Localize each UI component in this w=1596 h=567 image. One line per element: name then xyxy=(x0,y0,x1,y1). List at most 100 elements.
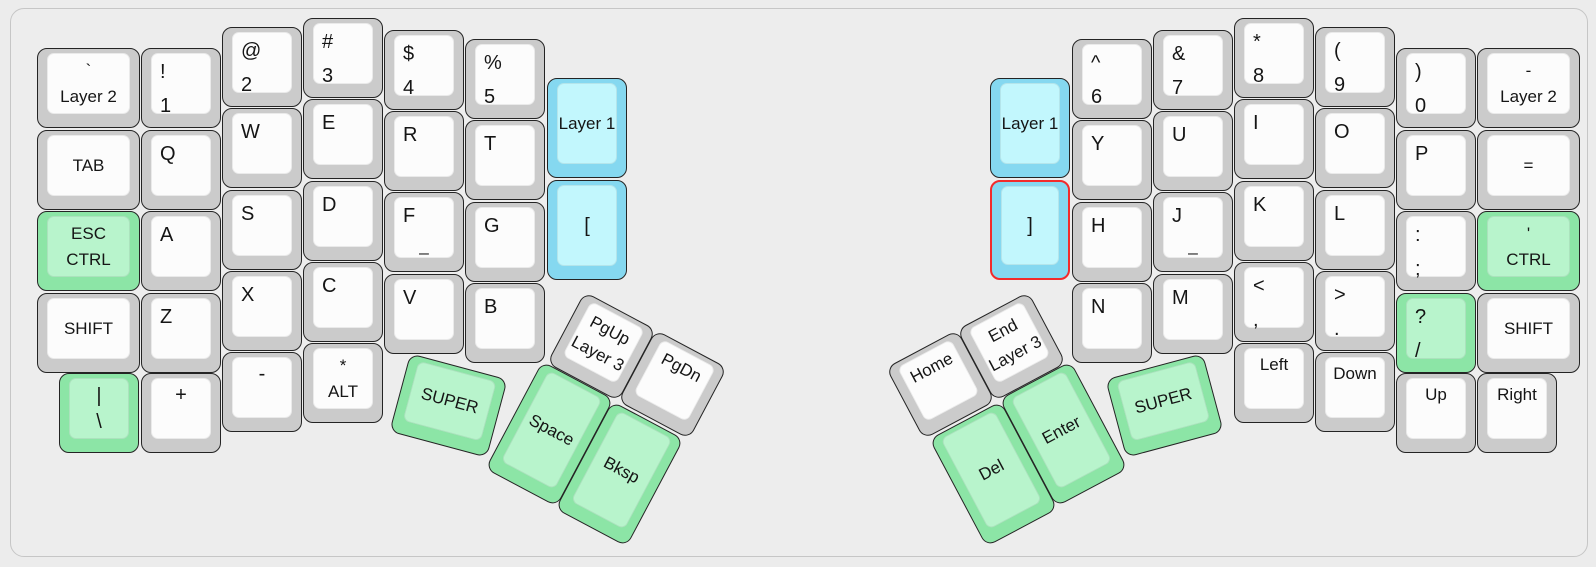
key-6[interactable]: ^6 xyxy=(1072,39,1152,119)
key-b[interactable]: B xyxy=(465,283,545,363)
key-z[interactable]: Z xyxy=(141,293,221,373)
key-question-slash[interactable]: ?/ xyxy=(1396,293,1476,373)
keycap-top: T xyxy=(475,125,535,186)
key-lbracket[interactable]: [ xyxy=(547,180,627,280)
key-label: J xyxy=(1172,205,1182,227)
key-quote-ctrl[interactable]: 'CTRL xyxy=(1477,211,1580,291)
key-arrow-up[interactable]: Up xyxy=(1396,373,1476,453)
keycap-top: V xyxy=(394,279,454,340)
keycap-top: [ xyxy=(557,185,617,266)
key-rbracket[interactable]: ] xyxy=(990,180,1070,280)
key-label: | xyxy=(96,384,102,407)
key-label: 8 xyxy=(1253,65,1265,87)
key-d[interactable]: D xyxy=(303,181,383,261)
key-label: V xyxy=(403,287,417,309)
key-label: Right xyxy=(1497,385,1537,404)
key-n[interactable]: N xyxy=(1072,283,1152,363)
key-x[interactable]: X xyxy=(222,271,302,351)
keycap-top: Layer 1 xyxy=(557,83,617,164)
key-period[interactable]: >. xyxy=(1315,271,1395,351)
keycap-top: $4 xyxy=(394,35,454,99)
keycap-top: %5 xyxy=(475,44,535,108)
key-label: @ xyxy=(241,40,262,62)
key-1[interactable]: !1 xyxy=(141,48,221,128)
key-2[interactable]: @2 xyxy=(222,27,302,107)
key-label: Space xyxy=(526,409,578,450)
key-e[interactable]: E xyxy=(303,99,383,179)
key-star-alt[interactable]: *ALT xyxy=(303,343,383,423)
key-label: # xyxy=(322,31,334,53)
keycap-top: I xyxy=(1244,104,1304,165)
key-label: ^ xyxy=(1091,52,1101,74)
keycap-top: ^6 xyxy=(1082,44,1142,108)
key-t[interactable]: T xyxy=(465,120,545,200)
key-equals[interactable]: = xyxy=(1477,130,1580,210)
key-pipe-backslash[interactable]: |\ xyxy=(59,373,139,453)
key-label: 2 xyxy=(241,74,253,96)
keycap-top: -Layer 2 xyxy=(1487,53,1570,114)
key-7[interactable]: &7 xyxy=(1153,30,1233,110)
key-label: Q xyxy=(160,143,176,165)
key-tab[interactable]: TAB xyxy=(37,130,140,210)
key-arrow-left[interactable]: Left xyxy=(1234,343,1314,423)
key-0[interactable]: )0 xyxy=(1396,48,1476,128)
key-y[interactable]: Y xyxy=(1072,120,1152,200)
keycap-top: Up xyxy=(1406,378,1466,439)
key-semicolon[interactable]: :; xyxy=(1396,211,1476,291)
key-label: 6 xyxy=(1091,86,1103,108)
keycap-top: F_ xyxy=(394,197,454,258)
key-label: ) xyxy=(1415,61,1422,83)
key-label: \ xyxy=(96,410,102,433)
key-k[interactable]: K xyxy=(1234,181,1314,261)
key-comma[interactable]: <, xyxy=(1234,262,1314,342)
key-label: E xyxy=(322,112,336,134)
key-u[interactable]: U xyxy=(1153,111,1233,191)
key-label: G xyxy=(484,215,500,237)
key-label: ALT xyxy=(328,381,358,401)
key-r[interactable]: R xyxy=(384,111,464,191)
key-layer1-right[interactable]: Layer 1 xyxy=(990,78,1070,178)
key-label: Y xyxy=(1091,133,1105,155)
key-l[interactable]: L xyxy=(1315,190,1395,270)
key-label: SHIFT xyxy=(63,318,114,338)
key-a[interactable]: A xyxy=(141,211,221,291)
key-label: ] xyxy=(1027,214,1033,237)
key-5[interactable]: %5 xyxy=(465,39,545,119)
keycap-top: G xyxy=(475,207,535,268)
keycap-top: |\ xyxy=(69,378,129,439)
key-grave-layer2[interactable]: `Layer 2 xyxy=(37,48,140,128)
key-shift-right[interactable]: SHIFT xyxy=(1477,293,1580,373)
key-q[interactable]: Q xyxy=(141,130,221,210)
key-p[interactable]: P xyxy=(1396,130,1476,210)
key-i[interactable]: I xyxy=(1234,99,1314,179)
key-4[interactable]: $4 xyxy=(384,30,464,110)
key-h[interactable]: H xyxy=(1072,202,1152,282)
key-j[interactable]: J_ xyxy=(1153,192,1233,272)
key-g[interactable]: G xyxy=(465,202,545,282)
keycap-top: 'CTRL xyxy=(1487,216,1570,277)
keycap-top: SHIFT xyxy=(1487,298,1570,359)
key-minus[interactable]: - xyxy=(222,352,302,432)
key-minus-layer2[interactable]: -Layer 2 xyxy=(1477,48,1580,128)
key-s[interactable]: S xyxy=(222,190,302,270)
key-layer1-left[interactable]: Layer 1 xyxy=(547,78,627,178)
key-v[interactable]: V xyxy=(384,274,464,354)
key-3[interactable]: #3 xyxy=(303,18,383,98)
key-f[interactable]: F_ xyxy=(384,192,464,272)
key-label: A xyxy=(160,224,174,246)
key-8[interactable]: *8 xyxy=(1234,18,1314,98)
key-c[interactable]: C xyxy=(303,262,383,342)
key-m[interactable]: M xyxy=(1153,274,1233,354)
key-label: ` xyxy=(85,60,92,80)
key-9[interactable]: (9 xyxy=(1315,27,1395,107)
key-w[interactable]: W xyxy=(222,108,302,188)
key-arrow-down[interactable]: Down xyxy=(1315,352,1395,432)
key-arrow-right[interactable]: Right xyxy=(1477,373,1557,453)
key-shift-left[interactable]: SHIFT xyxy=(37,293,140,373)
key-o[interactable]: O xyxy=(1315,108,1395,188)
key-plus[interactable]: + xyxy=(141,373,221,453)
keycap-top: D xyxy=(313,186,373,247)
key-label: Del xyxy=(975,455,1007,484)
